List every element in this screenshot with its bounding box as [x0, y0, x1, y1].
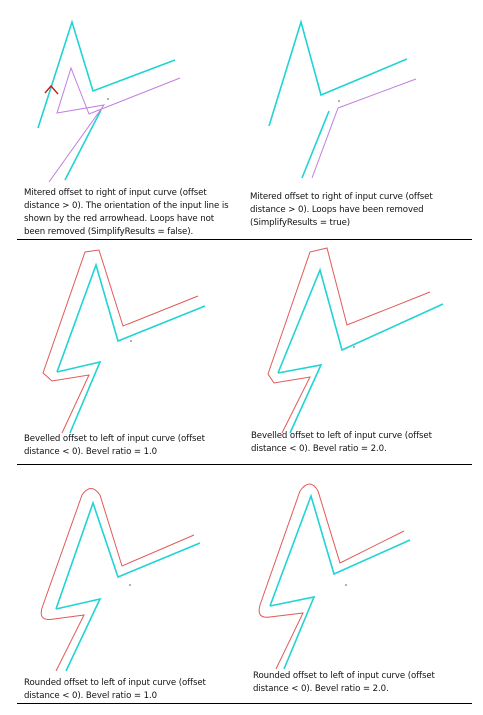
input-curve-tail [301, 110, 330, 179]
panel-rounded-ratio-2: Rounded offset to left of input curve (o… [240, 465, 483, 715]
input-curve-lower [55, 597, 102, 672]
input-curve [55, 500, 201, 610]
input-curve [269, 493, 411, 607]
panel-bevelled-ratio-2: Bevelled offset to left of input curve (… [240, 240, 483, 465]
offset-curve [40, 488, 195, 672]
diagram-bevelled-ratio-1 [42, 249, 206, 434]
input-curve [37, 19, 176, 129]
diagram-rounded-ratio-1 [40, 488, 201, 672]
offset-curve [267, 247, 431, 434]
input-curve [277, 267, 444, 374]
caption: Rounded offset to left of input curve (o… [253, 671, 435, 694]
center-point [130, 340, 132, 342]
divider-3 [17, 703, 472, 704]
divider-2 [17, 464, 472, 465]
caption: Mitered offset to right of input curve (… [24, 188, 229, 237]
caption: Mitered offset to right of input curve (… [250, 192, 433, 228]
center-point [353, 346, 355, 348]
offset-curve [48, 66, 181, 183]
diagram-rounded-ratio-2 [258, 483, 411, 670]
panel-mitered-loops-removed: Mitered offset to right of input curve (… [240, 0, 483, 240]
input-curve-tail [64, 109, 102, 181]
input-curve-lower [56, 360, 102, 434]
offset-curve [258, 483, 405, 670]
caption: Rounded offset to left of input curve (o… [24, 678, 206, 701]
input-curve-lower [269, 595, 316, 670]
orientation-arrowhead [44, 84, 59, 95]
center-point [107, 98, 109, 100]
panel-mitered-loops-kept: Mitered offset to right of input curve (… [0, 0, 240, 240]
diagram-bevelled-ratio-2 [267, 247, 444, 434]
divider-1 [17, 239, 472, 240]
caption: Bevelled offset to left of input curve (… [251, 431, 432, 454]
offset-curve-tail [311, 107, 339, 179]
offset-curve [42, 249, 199, 434]
input-curve [56, 262, 206, 373]
panel-rounded-ratio-1: Rounded offset to left of input curve (o… [0, 465, 240, 715]
center-point [338, 100, 340, 102]
input-curve [268, 19, 408, 127]
center-point [129, 584, 131, 586]
diagram-mitered-loops-removed [268, 19, 417, 179]
center-point [345, 584, 347, 586]
caption: Bevelled offset to left of input curve (… [24, 434, 205, 457]
offset-curve [337, 78, 417, 109]
input-curve-lower [277, 363, 323, 434]
diagram-mitered-loops-kept [37, 19, 181, 183]
panel-bevelled-ratio-1: Bevelled offset to left of input curve (… [0, 240, 240, 465]
